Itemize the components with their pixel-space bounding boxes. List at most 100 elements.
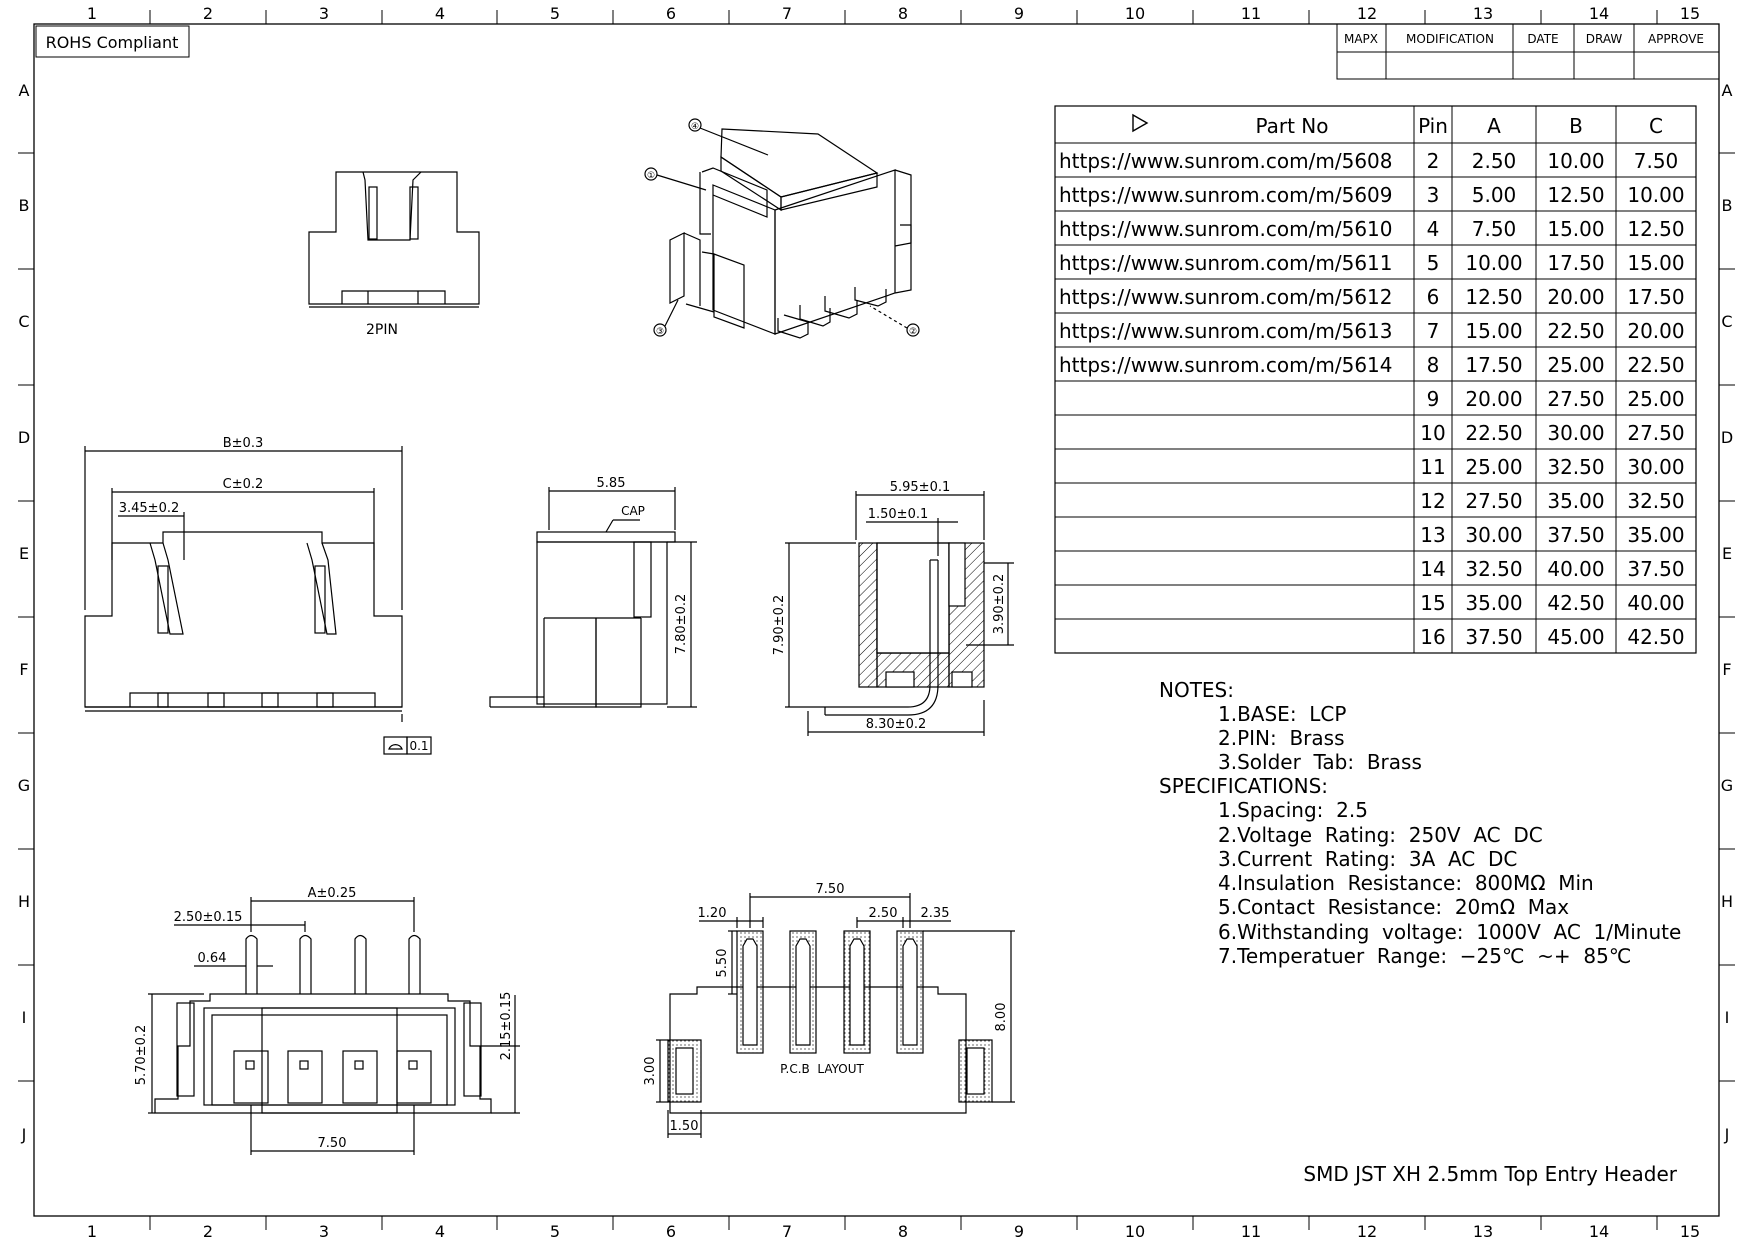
table-cell-b: 25.00	[1547, 353, 1604, 377]
zone-col-label: 10	[1125, 4, 1145, 23]
table-cell-pin: 2	[1427, 149, 1440, 173]
dim-3-45: 3.45±0.2	[119, 501, 180, 516]
top-view-label: 2PIN	[366, 322, 398, 338]
table-cell-c: 35.00	[1627, 523, 1684, 547]
zone-col-label: 7	[782, 1222, 792, 1241]
note-item: 3.Solder Tab: Brass	[1218, 750, 1422, 774]
zone-col-label: 10	[1125, 1222, 1145, 1241]
table-cell-a: 15.00	[1465, 319, 1522, 343]
zone-col-label: 8	[898, 1222, 908, 1241]
zone-col-label: 14	[1589, 1222, 1609, 1241]
zone-row-label: E	[19, 544, 29, 563]
zone-col-label: 3	[319, 1222, 329, 1241]
zone-col-label: 5	[550, 4, 560, 23]
spec-item: 3.Current Rating: 3A AC DC	[1218, 847, 1517, 871]
rohs-label: ROHS Compliant	[46, 33, 179, 52]
zone-col-label: 8	[898, 4, 908, 23]
callout-3: ③	[656, 327, 664, 337]
table-cell-b: 40.00	[1547, 557, 1604, 581]
zone-row-label: I	[1725, 1008, 1730, 1027]
pcb-dim-3-00: 3.00	[643, 1057, 658, 1086]
zone-col-label: 6	[666, 4, 676, 23]
rev-header-draw: DRAW	[1586, 32, 1623, 46]
dim-c: C±0.2	[223, 477, 264, 492]
table-cell-c: 27.50	[1627, 421, 1684, 445]
zone-col-label: 4	[435, 1222, 445, 1241]
table-cell-a: 32.50	[1465, 557, 1522, 581]
table-cell-part[interactable]: https://www.sunrom.com/m/5609	[1059, 183, 1393, 207]
spec-item: 4.Insulation Resistance: 800MΩ Min	[1218, 871, 1594, 895]
table-cell-pin: 10	[1420, 421, 1445, 445]
table-cell-c: 37.50	[1627, 557, 1684, 581]
table-cell-part[interactable]: https://www.sunrom.com/m/5610	[1059, 217, 1393, 241]
table-cell-part[interactable]: https://www.sunrom.com/m/5608	[1059, 149, 1393, 173]
rev-header-approve: APPROVE	[1648, 32, 1704, 46]
drawing-title: SMD JST XH 2.5mm Top Entry Header	[1303, 1162, 1677, 1186]
table-cell-b: 30.00	[1547, 421, 1604, 445]
table-cell-part[interactable]: https://www.sunrom.com/m/5612	[1059, 285, 1393, 309]
zone-row-label: H	[18, 892, 30, 911]
zone-labels: 1122334455667788991010111112121313141415…	[18, 4, 1733, 1241]
front-view: B±0.3 C±0.2 3.45±0.2 0.1	[84, 436, 432, 755]
table-cell-c: 7.50	[1634, 149, 1679, 173]
callout-1: ①	[647, 171, 655, 181]
dim-5-70: 5.70±0.2	[134, 1025, 149, 1086]
callout-2: ②	[909, 327, 917, 337]
table-cell-c: 40.00	[1627, 591, 1684, 615]
table-cell-c: 12.50	[1627, 217, 1684, 241]
rev-header-mapx: MAPX	[1344, 32, 1378, 46]
zone-row-label: F	[19, 660, 28, 679]
spec-title: SPECIFICATIONS:	[1159, 774, 1328, 798]
notes-block: NOTES: 1.BASE: LCP 2.PIN: Brass 3.Solder…	[1159, 678, 1681, 968]
zone-col-label: 14	[1589, 4, 1609, 23]
zone-col-label: 11	[1241, 1222, 1261, 1241]
dim-a: A±0.25	[308, 886, 357, 901]
zone-col-label: 2	[203, 4, 213, 23]
table-cell-b: 32.50	[1547, 455, 1604, 479]
drawing-frame	[33, 23, 1720, 1217]
side-view: 5.85 CAP 7.80±0.2	[489, 476, 697, 708]
table-cell-a: 7.50	[1472, 217, 1517, 241]
table-cell-part[interactable]: https://www.sunrom.com/m/5611	[1059, 251, 1393, 275]
zone-col-label: 3	[319, 4, 329, 23]
table-cell-part[interactable]: https://www.sunrom.com/m/5614	[1059, 353, 1393, 377]
table-cell-b: 20.00	[1547, 285, 1604, 309]
table-cell-pin: 13	[1420, 523, 1445, 547]
zone-col-label: 5	[550, 1222, 560, 1241]
callout-4: ④	[691, 122, 699, 132]
table-cell-a: 37.50	[1465, 625, 1522, 649]
zone-col-label: 1	[87, 4, 97, 23]
zone-row-label: B	[19, 196, 30, 215]
table-cell-b: 27.50	[1547, 387, 1604, 411]
table-cell-b: 35.00	[1547, 489, 1604, 513]
zone-row-label: H	[1721, 892, 1733, 911]
flatness-symbol-icon	[383, 736, 408, 755]
dim-2-50-pitch: 2.50±0.15	[174, 910, 243, 925]
pcb-dim-2-50: 2.50	[869, 906, 898, 921]
zone-col-label: 13	[1473, 1222, 1493, 1241]
zone-col-label: 15	[1680, 4, 1700, 23]
zone-col-label: 1	[87, 1222, 97, 1241]
zone-col-label: 13	[1473, 4, 1493, 23]
table-cell-b: 37.50	[1547, 523, 1604, 547]
notes-title: NOTES:	[1159, 678, 1234, 702]
zone-row-label: E	[1722, 544, 1732, 563]
pcb-dim-1-20: 1.20	[698, 906, 727, 921]
table-cell-part[interactable]: https://www.sunrom.com/m/5613	[1059, 319, 1393, 343]
zone-col-label: 2	[203, 1222, 213, 1241]
flatness-value: 0.1	[409, 739, 428, 753]
dim-8-30: 8.30±0.2	[866, 717, 927, 732]
table-cell-c: 17.50	[1627, 285, 1684, 309]
dim-5-95: 5.95±0.1	[890, 480, 951, 495]
dim-3-90: 3.90±0.2	[992, 574, 1007, 635]
isometric-view: ④ ① ③ ②	[644, 118, 920, 339]
spec-item: 5.Contact Resistance: 20mΩ Max	[1218, 895, 1569, 919]
top-view-2pin: 2PIN	[308, 171, 480, 338]
zone-row-label: I	[22, 1008, 27, 1027]
